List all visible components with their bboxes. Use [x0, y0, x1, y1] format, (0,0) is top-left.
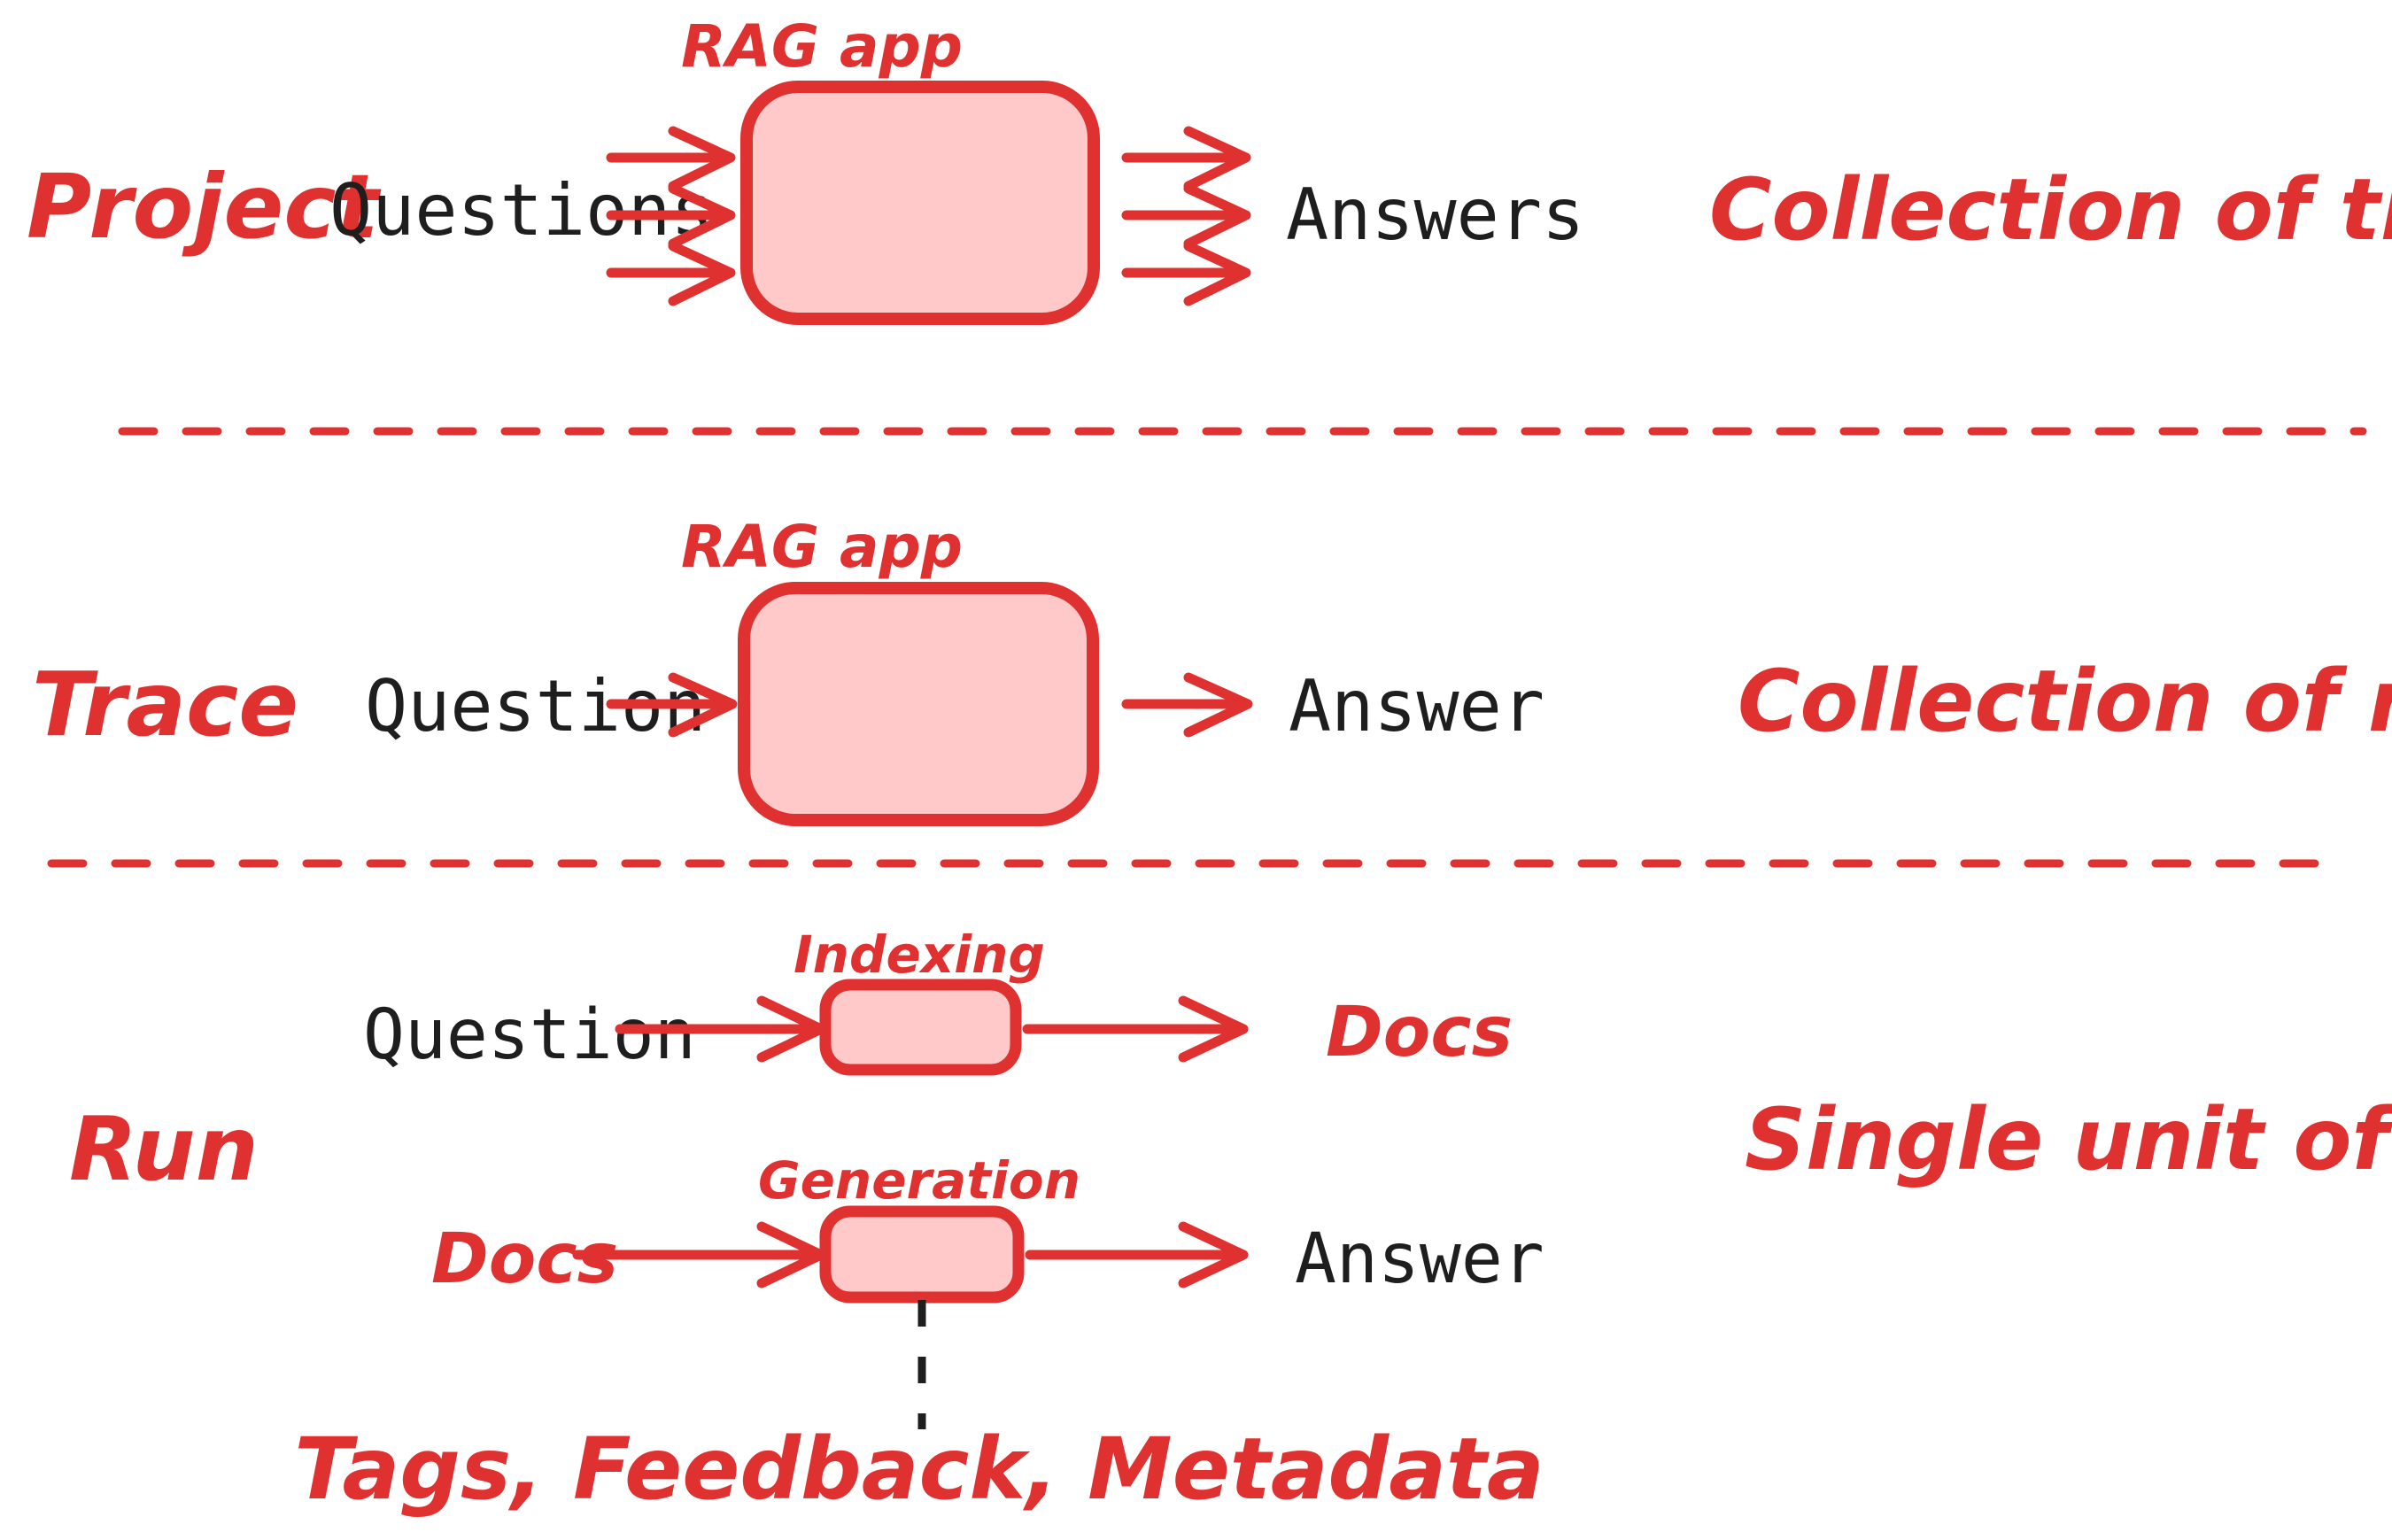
- row-project: Project Questions RAG app Answers Collec…: [27, 12, 2392, 325]
- row-label-project: Project: [27, 155, 382, 259]
- input-label-question-indexing: Question: [363, 995, 696, 1075]
- arrow-indexing-to-docs: [1022, 995, 1249, 1063]
- row-run: Run Question Indexing Docs Docs Generati…: [69, 925, 2392, 1519]
- output-arrow-answer-trace: [1121, 672, 1253, 738]
- box-generation: [819, 1205, 1025, 1304]
- box-label-indexing: Indexing: [793, 925, 1045, 985]
- run-step-indexing: Question Indexing Docs: [363, 925, 1513, 1076]
- box-rag-app-trace: [738, 582, 1099, 826]
- run-step-generation: Docs Generation Answer: [431, 1150, 1544, 1304]
- row-desc-collection-of-traces: Collection of traces: [1709, 160, 2392, 259]
- row-desc-collection-of-runs: Collection of runs: [1738, 652, 2392, 751]
- row-label-run: Run: [69, 1097, 259, 1201]
- arrow-generation-to-answer: [1025, 1221, 1249, 1288]
- input-arrows-questions: [606, 126, 736, 306]
- box-label-generation: Generation: [758, 1150, 1080, 1211]
- output-label-docs-indexing: Docs: [1326, 993, 1513, 1072]
- input-arrow-question-trace: [606, 672, 738, 738]
- output-label-answer-generation: Answer: [1295, 1219, 1544, 1299]
- box-label-rag-app-project: RAG app: [681, 12, 963, 81]
- output-label-answer-trace: Answer: [1289, 665, 1544, 747]
- box-label-rag-app-trace: RAG app: [681, 513, 963, 581]
- box-rag-app-project: [740, 81, 1100, 325]
- output-arrows-answers: [1121, 126, 1251, 306]
- box-indexing: [819, 979, 1022, 1076]
- output-label-answers: Answers: [1286, 174, 1584, 256]
- row-desc-single-unit-of-work: Single unit of work: [1745, 1090, 2392, 1189]
- annotation-label-tags-feedback-metadata: Tags, Feedback, Metadata: [294, 1420, 1544, 1519]
- row-label-trace: Trace: [32, 653, 298, 756]
- row-trace: Trace Question RAG app Answer Collection…: [32, 513, 2392, 826]
